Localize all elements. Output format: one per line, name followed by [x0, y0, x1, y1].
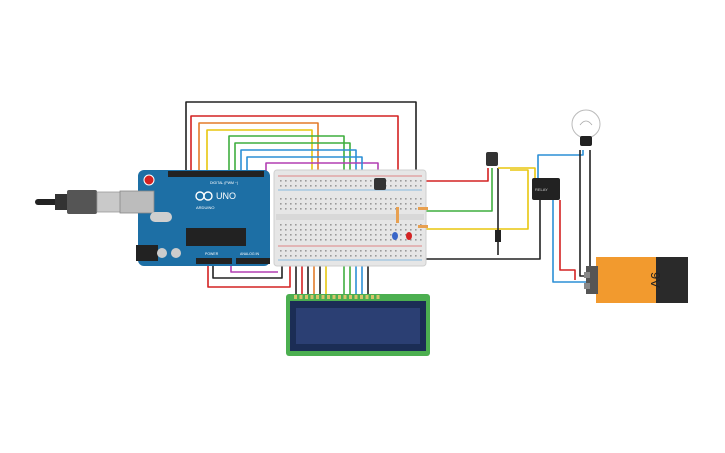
- dc-jack: [136, 245, 158, 261]
- relay-icon[interactable]: RELAY: [532, 178, 560, 200]
- wire-black-battery[interactable]: [579, 150, 590, 277]
- lcd-bus-wires: [295, 262, 369, 296]
- usb-cable-icon[interactable]: [35, 190, 126, 214]
- power-header: [196, 258, 232, 264]
- lcd-pin-header: [294, 295, 380, 299]
- buzzer-icon[interactable]: [374, 178, 386, 190]
- svg-text:RELAY: RELAY: [535, 187, 548, 192]
- wire-green-relay[interactable]: [418, 168, 493, 212]
- power-label: POWER: [205, 252, 219, 256]
- analog-label: ANALOG IN: [240, 252, 260, 256]
- wire-red-battery[interactable]: [559, 200, 576, 280]
- digital-header: [168, 171, 264, 177]
- reset-button[interactable]: [143, 174, 155, 186]
- lightbulb-icon[interactable]: [571, 109, 601, 146]
- analog-header: [236, 258, 270, 264]
- wire-blue-battery[interactable]: [552, 200, 590, 283]
- wire-yellow-relay[interactable]: [420, 169, 529, 230]
- battery-9v[interactable]: 9V: [584, 257, 688, 303]
- breadboard-holes: [280, 180, 422, 257]
- atmega-chip: [186, 228, 246, 246]
- arduino-brand: ARDUINO: [196, 205, 214, 210]
- arduino-uno-board[interactable]: ARDUINO UNO DIGITAL (PWM ~) POWER ANALOG…: [119, 170, 270, 266]
- lcd-display[interactable]: [286, 294, 430, 356]
- wire-black-relay[interactable]: [420, 200, 541, 260]
- wire-red-bottom[interactable]: [207, 262, 291, 288]
- breadboard[interactable]: [273, 169, 427, 267]
- battery-label: 9V: [648, 272, 663, 288]
- transistor-icon[interactable]: [486, 152, 498, 166]
- digital-label: DIGITAL (PWM ~): [210, 181, 238, 185]
- wire-black-bottom[interactable]: [212, 262, 283, 279]
- usb-port: [119, 190, 155, 214]
- resistor-icon[interactable]: [396, 207, 428, 228]
- arduino-model: UNO: [216, 191, 236, 201]
- diode-icon[interactable]: [495, 230, 501, 242]
- crystal: [150, 212, 172, 222]
- wire-red-relay[interactable]: [405, 168, 489, 182]
- led-icon[interactable]: [392, 232, 412, 240]
- wire-blue-bulb[interactable]: [537, 150, 584, 184]
